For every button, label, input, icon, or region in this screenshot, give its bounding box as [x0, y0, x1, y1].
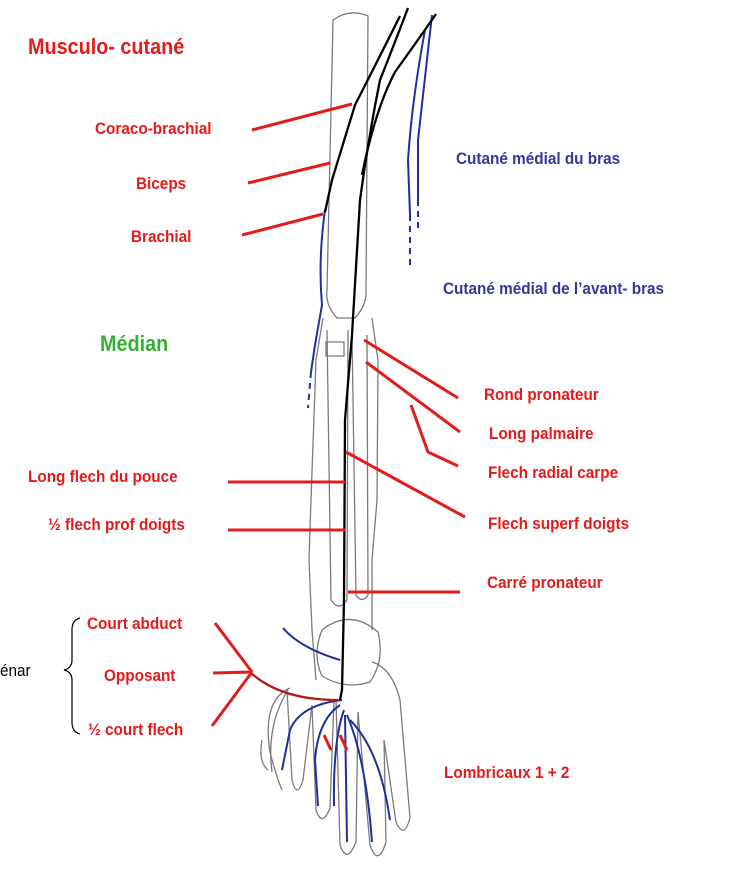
- cut-medial-avant-bras-branch: [408, 30, 425, 215]
- label-coraco-brachial: Coraco-brachial: [95, 119, 211, 139]
- label-long-flech-pouce: Long flech du pouce: [28, 467, 178, 487]
- median-nerve: [340, 8, 408, 700]
- musculo-cutaneous-dashed: [308, 372, 311, 408]
- pointer-long-palmaire: [366, 362, 460, 432]
- ulna-outline: [352, 335, 368, 600]
- label-flech-superf-doigts: Flech superf doigts: [488, 514, 629, 534]
- palmar-branch: [283, 628, 340, 660]
- digital-middle-a: [345, 715, 347, 842]
- median-nerve-root: [362, 14, 436, 175]
- thenar-brace: [64, 618, 80, 734]
- label-flech-radial-carpe: Flech radial carpe: [488, 463, 618, 483]
- label-half-court-flech: ½ court flech: [88, 720, 183, 740]
- pointer-coraco: [252, 104, 352, 130]
- arm-outline: [261, 13, 410, 856]
- label-cutane-medial-bras: Cutané médial du bras: [456, 149, 620, 169]
- cut-medial-bras-branch: [418, 15, 432, 200]
- label-biceps: Biceps: [136, 174, 186, 194]
- thenar-motor-branch: [250, 672, 338, 700]
- pointer-biceps: [248, 163, 330, 183]
- label-opposant: Opposant: [104, 666, 175, 686]
- label-thenar: énar: [0, 661, 31, 681]
- title-musculo-cutane: Musculo- cutané: [28, 34, 184, 60]
- wrist-outline: [317, 619, 380, 684]
- label-carre-pronateur: Carré pronateur: [487, 573, 603, 593]
- pointer-lombrical-1: [324, 735, 331, 750]
- pointer-brachial: [242, 214, 323, 235]
- label-court-abduct: Court abduct: [87, 614, 182, 634]
- label-long-palmaire: Long palmaire: [489, 424, 594, 444]
- label-half-flech-prof-doigts: ½ flech prof doigts: [48, 515, 185, 535]
- pointer-opposant: [213, 672, 252, 673]
- label-cutane-medial-avant-bras: Cutané médial de l’avant- bras: [443, 279, 664, 299]
- label-rond-pronateur: Rond pronateur: [484, 385, 599, 405]
- label-lombricaux: Lombricaux 1 + 2: [444, 763, 569, 783]
- title-median: Médian: [100, 331, 168, 357]
- cutaneous-branches: [282, 15, 432, 842]
- pointer-half-court-flech: [212, 672, 252, 726]
- label-brachial: Brachial: [131, 227, 191, 247]
- pointer-lines: [212, 104, 465, 750]
- humerus-outline: [327, 13, 368, 318]
- elbow-outline: [326, 342, 344, 356]
- pointer-court-abduct: [215, 623, 252, 672]
- nerve-trunks: [325, 8, 436, 700]
- forearm-outline-right: [372, 318, 378, 630]
